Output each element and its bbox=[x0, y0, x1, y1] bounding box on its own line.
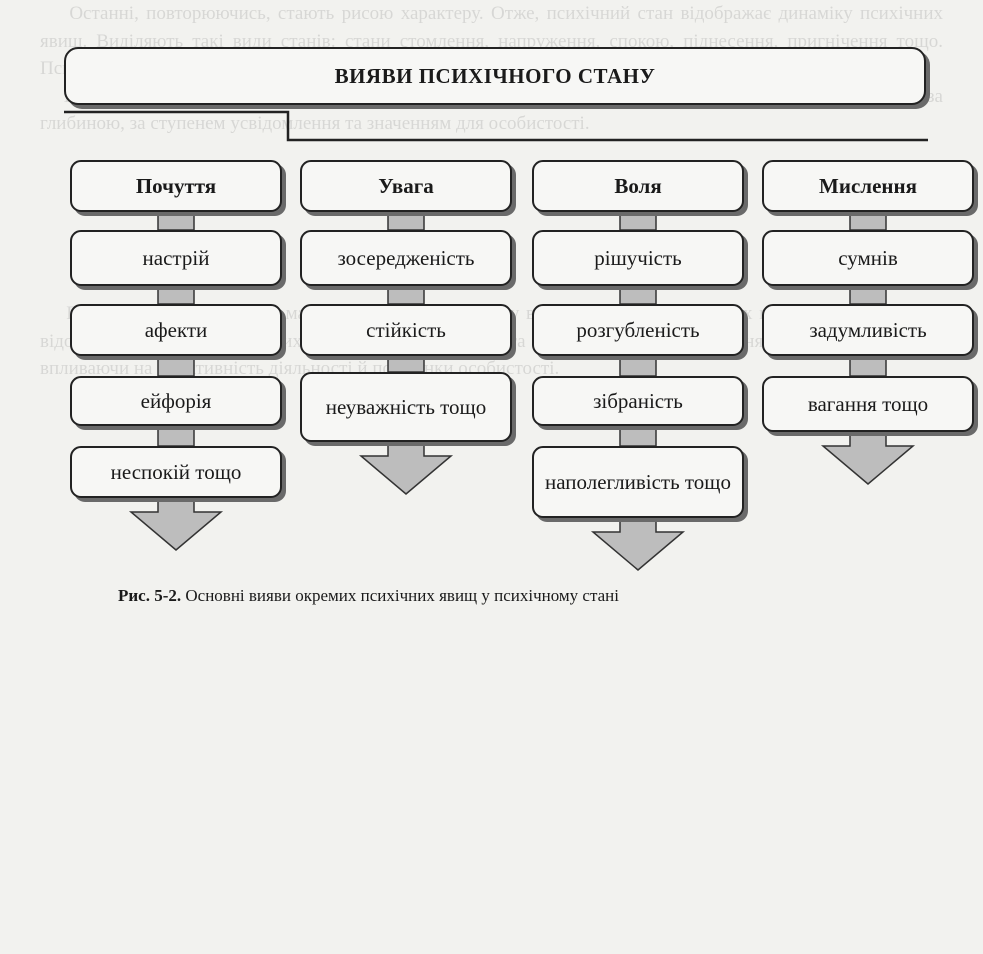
caption-text: Основні вияви окремих психічних явищ у п… bbox=[185, 586, 619, 605]
item-anxiety: неспокій тощо bbox=[70, 446, 282, 498]
connector-stem bbox=[157, 211, 195, 231]
item-confusion: розгубленість bbox=[532, 304, 744, 356]
figure-caption: Рис. 5-2. Основні вияви окремих психічни… bbox=[118, 585, 619, 607]
column-header-will: Воля bbox=[532, 160, 744, 212]
item-decisiveness: рішучість bbox=[532, 230, 744, 286]
down-arrow-icon bbox=[820, 431, 916, 485]
column-header-attention: Увага bbox=[300, 160, 512, 212]
connector-stem bbox=[849, 285, 887, 305]
item-inattention: неуважність тощо bbox=[300, 372, 512, 442]
item-doubt: сумнів bbox=[762, 230, 974, 286]
item-composure: зібраність bbox=[532, 376, 744, 426]
down-arrow-icon bbox=[590, 517, 686, 571]
connector-stem bbox=[157, 425, 195, 447]
diagram-title: ВИЯВИ ПСИХІЧНОГО СТАНУ bbox=[64, 47, 926, 105]
connector-stem bbox=[157, 355, 195, 377]
item-pensiveness: задумливість bbox=[762, 304, 974, 356]
title-bracket bbox=[64, 110, 928, 142]
connector-stem bbox=[619, 425, 657, 447]
connector-stem bbox=[849, 211, 887, 231]
connector-stem bbox=[849, 355, 887, 377]
connector-stem bbox=[387, 211, 425, 231]
connector-stem bbox=[157, 285, 195, 305]
item-affects: афекти bbox=[70, 304, 282, 356]
item-euphoria: ейфорія bbox=[70, 376, 282, 426]
column-header-thinking: Мислення bbox=[762, 160, 974, 212]
connector-stem bbox=[387, 355, 425, 373]
item-hesitation: вагання тощо bbox=[762, 376, 974, 432]
column-header-feelings: Почуття bbox=[70, 160, 282, 212]
item-stability: стійкість bbox=[300, 304, 512, 356]
item-concentration: зосередженість bbox=[300, 230, 512, 286]
down-arrow-icon bbox=[128, 497, 224, 551]
item-persistence: наполегливість тощо bbox=[532, 446, 744, 518]
background-page-text: Останні, повторюючись, стають рисою хара… bbox=[40, 3, 943, 134]
connector-stem bbox=[619, 355, 657, 377]
down-arrow-icon bbox=[358, 441, 454, 495]
connector-stem bbox=[619, 211, 657, 231]
caption-label: Рис. 5-2. bbox=[118, 586, 182, 605]
item-mood: настрій bbox=[70, 230, 282, 286]
connector-stem bbox=[387, 285, 425, 305]
connector-stem bbox=[619, 285, 657, 305]
